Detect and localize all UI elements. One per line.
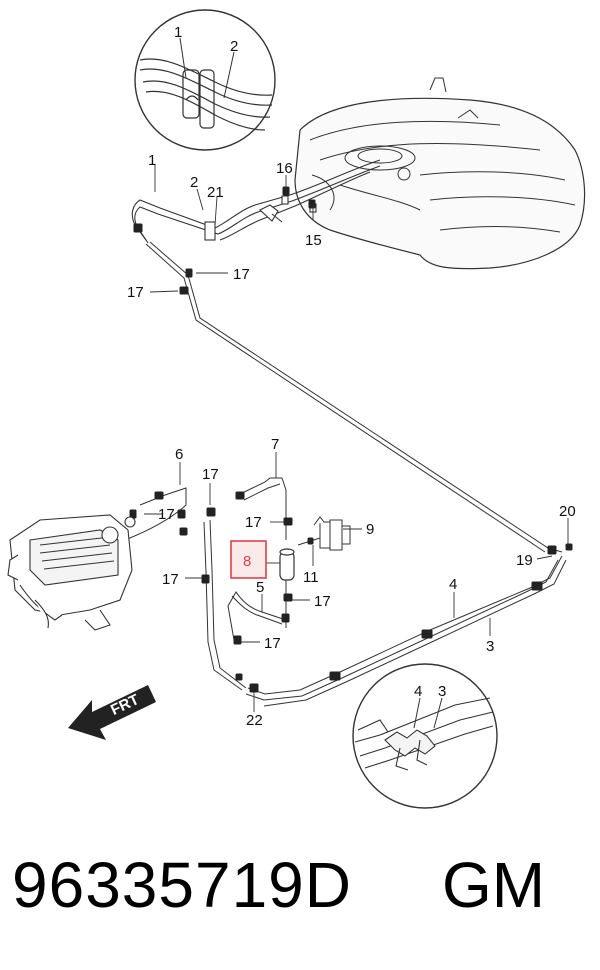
callout-7: 7 (271, 436, 279, 453)
callout-1-detail: 1 (174, 24, 182, 41)
callout-17-h: 17 (264, 635, 281, 652)
callout-20: 20 (559, 503, 576, 520)
callout-9: 9 (366, 521, 374, 538)
callout-19: 19 (516, 552, 533, 569)
callout-8: 8 (243, 553, 251, 570)
callout-17-g: 17 (314, 593, 331, 610)
bracket-9 (313, 516, 351, 551)
callout-17-e: 17 (245, 514, 262, 531)
callout-5: 5 (256, 579, 264, 596)
callout-16: 16 (276, 160, 293, 177)
main-fuel-lines (124, 241, 567, 707)
callout-22: 22 (246, 712, 263, 729)
highlight-box (230, 540, 267, 579)
part-number: 96335719D (12, 849, 352, 921)
callout-4: 4 (449, 576, 457, 593)
callout-17-d: 17 (158, 506, 175, 523)
detail-circle-top (134, 9, 276, 151)
callout-4-detail: 4 (414, 683, 422, 700)
brand-label: GM (442, 849, 546, 921)
callout-3-detail: 3 (438, 683, 446, 700)
frt-arrow: FRT (68, 685, 156, 740)
callout-11: 11 (303, 569, 319, 586)
callout-3: 3 (486, 638, 494, 655)
callout-2: 2 (190, 174, 198, 191)
callout-17-f: 17 (162, 571, 179, 588)
callout-17-c: 17 (202, 466, 219, 483)
upper-fuel-lines (131, 159, 381, 244)
fuel-filter (279, 548, 295, 581)
clips (129, 186, 573, 693)
callout-15: 15 (305, 232, 322, 249)
fuel-tank (294, 77, 586, 270)
callout-2-detail: 2 (230, 38, 238, 55)
detail-circle-bottom (352, 663, 498, 809)
callouts: 1 2 1 2 21 16 15 17 17 6 7 17 17 17 9 8 … (127, 24, 576, 729)
callout-21: 21 (207, 184, 224, 201)
callout-17-a: 17 (233, 266, 250, 283)
callout-6: 6 (175, 446, 183, 463)
leader-lines (144, 165, 569, 712)
callout-1: 1 (148, 152, 156, 169)
callout-17-b: 17 (127, 284, 144, 301)
engine (7, 514, 136, 631)
